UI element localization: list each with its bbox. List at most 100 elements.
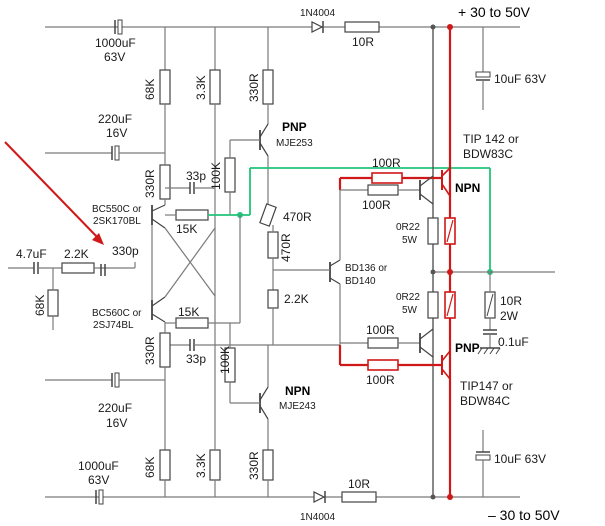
transistor-pnp-vas-part: MJE253 bbox=[276, 138, 313, 149]
diode-top-label: 1N4004 bbox=[300, 8, 335, 19]
resistor-15k-top: 15K bbox=[175, 209, 209, 236]
resistor-10r-zobel-rating: 2W bbox=[500, 309, 519, 323]
resistor-0r22-top: 0R22 5W bbox=[396, 217, 456, 246]
cap-33p-top: 33p bbox=[165, 169, 215, 194]
resistor-470r-b: 470R bbox=[267, 231, 293, 262]
transistor-out-pnp-label: PNP bbox=[455, 341, 480, 355]
cap-220uf-top-value: 220uF bbox=[98, 112, 132, 126]
diode-top: 1N4004 bbox=[300, 8, 335, 33]
resistor-15k-bottom: 15K bbox=[175, 305, 209, 329]
resistor-10r-top: 10R bbox=[344, 21, 380, 49]
resistor-3.3k-top: 3.3K bbox=[194, 69, 221, 105]
resistor-100r-2-label: 100R bbox=[362, 198, 391, 212]
transistor-out-pnp: PNP TIP147 or BDW84C bbox=[419, 328, 513, 408]
resistor-68k-input-label: 68K bbox=[33, 295, 47, 316]
cap-220uf-top-voltage: 16V bbox=[106, 126, 127, 140]
transistor-ltp-bottom-part-2: 2SJ74BL bbox=[93, 320, 134, 331]
resistor-330r-top: 330R bbox=[247, 69, 274, 105]
resistor-15k-bottom-label: 15K bbox=[178, 305, 199, 319]
cap-220uf-top: 220uF 16V bbox=[45, 112, 165, 161]
transistor-ltp-bottom: BC560C or 2SJ74BL bbox=[92, 296, 166, 331]
resistor-0r22-bottom: 0R22 5W bbox=[396, 291, 456, 319]
transistor-out-npn: NPN TIP 142 or BDW83C bbox=[419, 132, 519, 205]
resistor-2.2k-input: 2.2K bbox=[61, 247, 95, 274]
resistor-470r-a: 470R bbox=[259, 203, 312, 227]
transistor-out-bottom-part-2: BDW84C bbox=[460, 394, 510, 408]
resistor-100r-4: 100R bbox=[366, 359, 399, 387]
resistor-330r-mid-top: 330R bbox=[143, 164, 171, 200]
resistor-470r-a-label: 470R bbox=[283, 210, 312, 224]
transistor-npn-vas-part: MJE243 bbox=[279, 401, 316, 412]
transistor-bias-part-2: BD140 bbox=[345, 276, 376, 287]
resistor-10r-top-label: 10R bbox=[352, 35, 374, 49]
ground-icon bbox=[477, 334, 501, 355]
positive-rail: + 30 to 50V bbox=[45, 4, 531, 28]
positive-rail-label: + 30 to 50V bbox=[458, 4, 531, 20]
cap-33p-bottom: 33p bbox=[165, 339, 340, 366]
resistor-10r-bottom-label: 10R bbox=[348, 477, 370, 491]
cap-220uf-bottom-voltage: 16V bbox=[106, 416, 127, 430]
cap-220uf-bottom-value: 220uF bbox=[98, 401, 132, 415]
cap-10uf-rail-top-label: 10uF 63V bbox=[494, 72, 546, 86]
transistor-out-top-part-1: TIP 142 or bbox=[463, 132, 519, 146]
resistor-0r22-top-rating: 5W bbox=[402, 235, 418, 246]
diode-bottom-label: 1N4004 bbox=[300, 512, 335, 523]
transistor-pnp-vas-type: PNP bbox=[282, 120, 307, 134]
transistor-pnp-vas: PNP MJE253 bbox=[230, 120, 313, 157]
resistor-0r22-bottom-rating: 5W bbox=[402, 305, 418, 316]
resistor-2.2k-input-label: 2.2K bbox=[64, 247, 89, 261]
resistor-100r-3-label: 100R bbox=[366, 323, 395, 337]
cap-10uf-rail-top: 10uF 63V bbox=[475, 27, 546, 110]
transistor-bias-part-1: BD136 or bbox=[345, 263, 388, 274]
resistor-100r-4-label: 100R bbox=[366, 373, 395, 387]
cap-330p: 330p bbox=[100, 244, 139, 276]
cap-220uf-bottom: 220uF 16V bbox=[45, 372, 165, 430]
resistor-15k-top-label: 15K bbox=[176, 222, 197, 236]
resistor-3.3k-top-label: 3.3K bbox=[194, 75, 208, 100]
transistor-ltp-top: BC550C or 2SK170BL bbox=[92, 204, 166, 229]
resistor-10r-bottom: 10R bbox=[341, 477, 377, 503]
cap-1000uf-bottom-value: 1000uF bbox=[78, 459, 119, 473]
cap-1000uf-bottom: 1000uF 63V bbox=[78, 459, 119, 505]
resistor-100k-bottom-label: 100K bbox=[218, 346, 232, 374]
resistor-3.3k-bottom: 3.3K bbox=[194, 449, 221, 481]
resistor-100r-1: 100R bbox=[371, 156, 403, 184]
resistor-68k-top-label: 68K bbox=[143, 79, 157, 100]
cap-10uf-rail-bottom-label: 10uF 63V bbox=[494, 452, 546, 466]
cap-1000uf-top-voltage: 63V bbox=[104, 50, 125, 64]
resistor-0r22-top-value: 0R22 bbox=[396, 222, 420, 233]
cap-33p-bottom-label: 33p bbox=[186, 352, 206, 366]
transistor-ltp-top-part-1: BC550C or bbox=[92, 204, 142, 215]
resistor-2.2k-bias: 2.2K bbox=[267, 289, 309, 309]
transistor-out-npn-label: NPN bbox=[455, 181, 480, 195]
resistor-330r-bottom-2: 330R bbox=[247, 449, 274, 481]
resistor-100r-3: 100R bbox=[366, 323, 399, 349]
diode-bottom: 1N4004 bbox=[300, 491, 335, 523]
resistor-100k-top: 100K bbox=[209, 157, 236, 193]
resistor-0r22-bottom-value: 0R22 bbox=[396, 292, 420, 303]
transistor-npn-vas-type: NPN bbox=[285, 384, 310, 398]
resistor-330r-mid-top-label: 330R bbox=[143, 169, 157, 198]
resistor-2.2k-bias-label: 2.2K bbox=[284, 292, 309, 306]
cap-0.1uf-zobel-label: 0.1uF bbox=[498, 335, 529, 349]
resistor-100k-top-label: 100K bbox=[209, 162, 223, 190]
transistor-out-bottom-part-1: TIP147 or bbox=[460, 379, 513, 393]
cap-330p-label: 330p bbox=[112, 244, 139, 258]
transistor-npn-vas: NPN MJE243 bbox=[230, 384, 316, 420]
negative-rail-label: – 30 to 50V bbox=[488, 507, 560, 523]
resistor-68k-top: 68K bbox=[143, 69, 171, 105]
resistor-330r-bottom-label: 330R bbox=[143, 336, 157, 365]
resistor-100r-1-label: 100R bbox=[372, 156, 401, 170]
negative-rail: – 30 to 50V bbox=[45, 496, 560, 523]
cap-4.7uf-input-label: 4.7uF bbox=[16, 247, 47, 261]
cap-10uf-rail-bottom: 10uF 63V bbox=[475, 430, 546, 497]
resistor-100r-2: 100R bbox=[362, 184, 399, 212]
transistor-ltp-bottom-part-1: BC560C or bbox=[92, 308, 142, 319]
input-arrow-icon bbox=[4, 141, 104, 245]
resistor-10r-zobel: 10R 2W bbox=[484, 291, 522, 323]
resistor-68k-bottom: 68K bbox=[143, 449, 171, 481]
transistor-bias: BD136 or BD140 bbox=[273, 259, 388, 287]
resistor-330r-bottom: 330R bbox=[143, 332, 171, 368]
cap-1000uf-bottom-voltage: 63V bbox=[88, 473, 109, 487]
